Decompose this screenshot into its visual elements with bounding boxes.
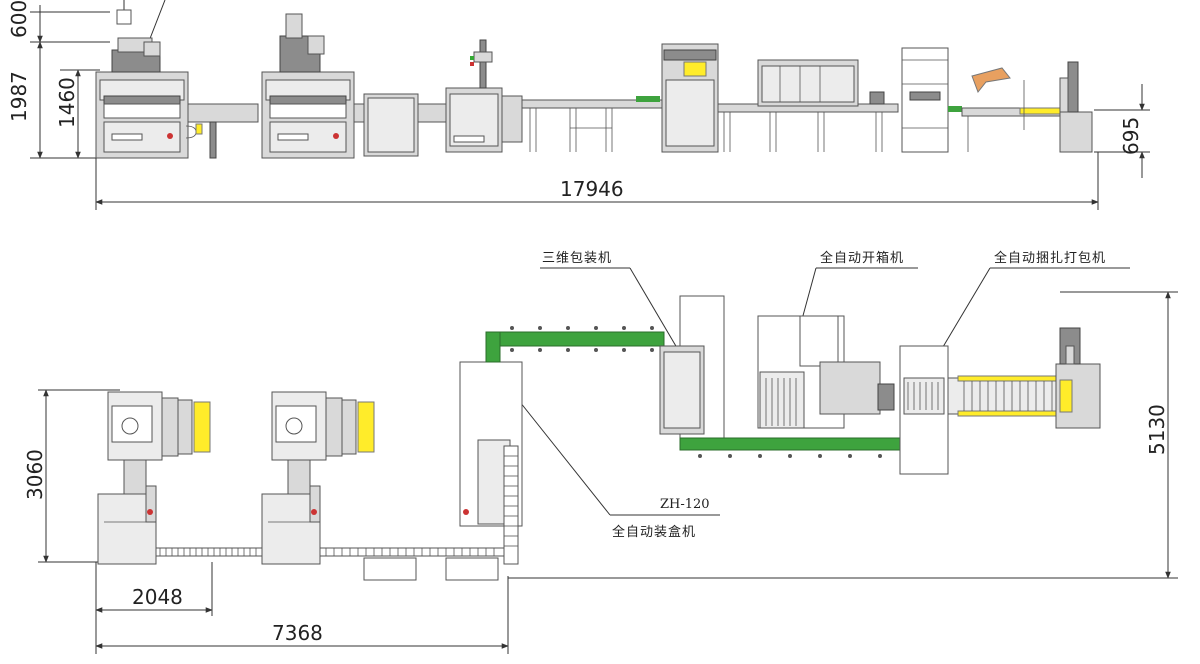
dimension-1460: 1460: [55, 69, 100, 159]
dimension-600: 600: [7, 0, 110, 43]
dimension-3060: 3060: [23, 389, 120, 563]
forming-machine-2-side: [261, 13, 355, 159]
dimension-7368-label: 7368: [272, 621, 323, 645]
label-wrapping-machine-text: 三维包装机: [542, 251, 612, 266]
dimension-17946-label: 17946: [560, 177, 624, 201]
case-erector-side: [757, 59, 885, 107]
end-unit-plan: [1055, 327, 1101, 429]
dimension-1987-label: 1987: [7, 71, 31, 122]
label-cartoner: ZH-120 全自动装盒机: [519, 401, 720, 540]
plan-view: 三维包装机 全自动开箱机 全自动捆扎打包机 ZH-120 全自动装盒机 5130: [23, 250, 1178, 654]
cartoner-plan: [459, 361, 523, 565]
roller-conveyor-plan: [947, 375, 1059, 417]
dimension-1987: 1987: [7, 41, 100, 159]
end-unit-side: [1059, 61, 1093, 153]
dimension-2048-label: 2048: [132, 585, 183, 609]
dimension-695: 695: [1094, 84, 1150, 178]
dimension-2048: 2048: [95, 562, 213, 654]
label-cartoner-model: ZH-120: [660, 497, 710, 512]
wrapping-machine-plan: [659, 295, 725, 441]
dimension-3060-label: 3060: [23, 449, 47, 500]
label-cartoner-text: 全自动装盒机: [612, 524, 696, 540]
case-erector-plan: [757, 315, 895, 429]
forming-machine-2-plan: [261, 391, 375, 565]
label-strapping-machine-text: 全自动捆扎打包机: [994, 250, 1106, 266]
forming-machine-1-side: [95, 37, 203, 159]
green-conveyor-infeed: [485, 326, 665, 363]
cartoner-side: [445, 39, 523, 153]
forming-machine-1-plan: [97, 391, 211, 565]
dimension-5130: 5130: [508, 291, 1178, 579]
dimension-5130-label: 5130: [1145, 404, 1169, 455]
side-elevation-view: 600 1987 1460: [7, 0, 1150, 210]
dimension-695-label: 695: [1119, 117, 1143, 155]
strapping-machine-plan: [899, 345, 949, 475]
dimension-600-label: 600: [7, 0, 31, 38]
wrapping-machine-side: [661, 43, 719, 153]
dimension-17946: 17946: [95, 152, 1099, 210]
green-conveyor-outfeed: [679, 437, 907, 458]
strapping-machine-side: [901, 47, 962, 153]
label-case-erector-text: 全自动开箱机: [820, 250, 904, 266]
dimension-7368: 7368: [95, 576, 509, 654]
dimension-1460-label: 1460: [55, 77, 79, 128]
label-strapping-machine: 全自动捆扎打包机: [933, 250, 1130, 363]
